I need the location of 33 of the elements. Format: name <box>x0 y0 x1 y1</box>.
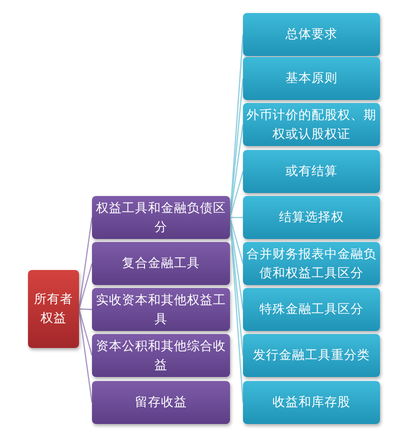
topic-box <box>243 381 380 424</box>
category-box <box>92 381 230 424</box>
node-label: 总体要求 <box>286 25 338 44</box>
connector-line <box>230 216 243 218</box>
topic-box <box>243 196 380 239</box>
connector-line <box>78 263 93 310</box>
category-box <box>92 242 230 285</box>
connector-line <box>229 171 244 218</box>
node-label: 合并财务报表中金融负债和权益工具区分 <box>246 244 377 282</box>
node-label: 留存收益 <box>135 393 187 412</box>
node-label: 外币计价的配股权、期权或认股权证 <box>246 106 377 142</box>
node-label: 特殊金融工具区分 <box>260 300 364 318</box>
node-label: 基本原则 <box>286 69 338 88</box>
node-label: 或有结算 <box>286 162 338 180</box>
node-label: 收益和库存股 <box>272 393 350 412</box>
topic-box <box>243 334 380 377</box>
topic-box <box>243 57 380 100</box>
node-label: 结算选择权 <box>279 208 344 226</box>
node-label: 发行金融工具重分类 <box>253 346 370 364</box>
connector-line <box>78 308 93 403</box>
topic-box <box>243 13 380 56</box>
topic-box <box>243 150 380 193</box>
node-label: 资本公积和其他综合收益 <box>95 336 227 374</box>
topic-box <box>243 288 380 331</box>
node-label: 权益工具和金融负债区分 <box>95 198 227 236</box>
node-label: 所有者权益 <box>33 290 74 327</box>
connector-line <box>229 217 244 310</box>
connector-line <box>78 308 92 310</box>
connector-line <box>229 217 244 264</box>
root-box <box>28 270 79 348</box>
node-label: 复合金融工具 <box>122 254 200 272</box>
node-label: 实收资本和其他权益工具 <box>95 290 227 328</box>
connector-line <box>78 308 93 356</box>
